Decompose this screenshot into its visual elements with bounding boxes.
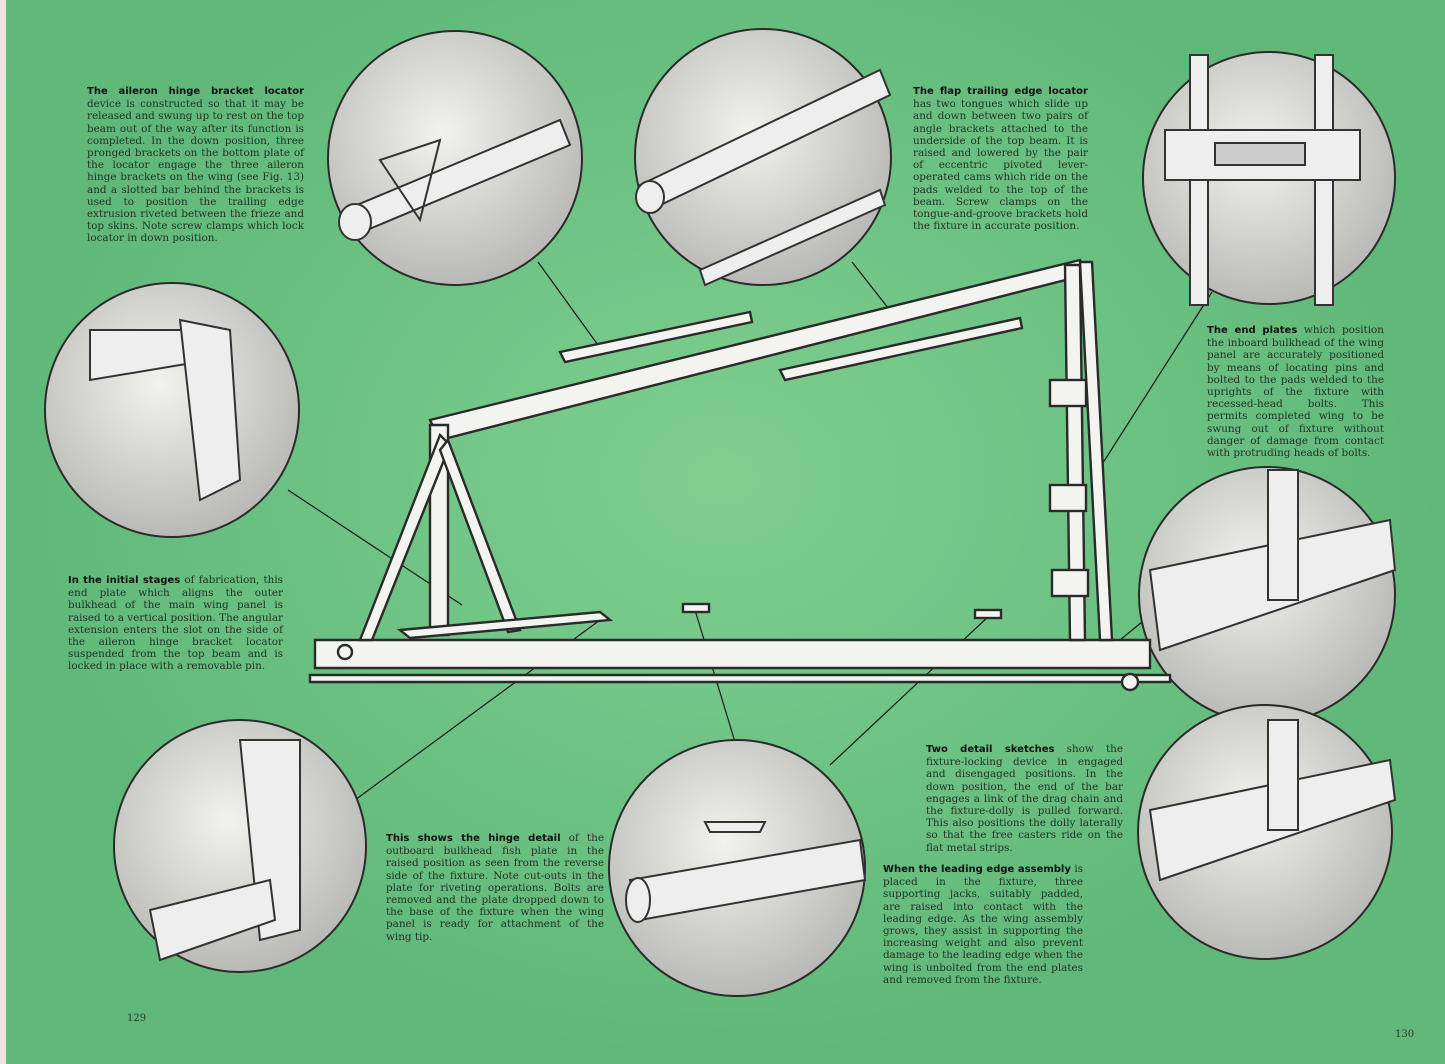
caption-lead: The flap trailing edge locator	[913, 86, 1088, 97]
caption-detail-sketches: Two detail sketches show the fixture-loc…	[926, 743, 1123, 854]
detail-circle-aileron-locator	[327, 30, 583, 286]
page-edge	[0, 0, 6, 1064]
caption-body: show the fixture-locking device in engag…	[926, 743, 1123, 854]
caption-lead: The aileron hinge bracket locator	[87, 86, 304, 97]
caption-lead: In the initial stages	[68, 575, 181, 586]
caption-flap-locator: The flap trailing edge locator has two t…	[913, 85, 1088, 232]
caption-body: of fabrication, this end plate which ali…	[68, 574, 284, 673]
wing-fixture	[308, 258, 1172, 692]
caption-hinge-detail: This shows the hinge detail of the outbo…	[386, 832, 604, 943]
caption-body: of the outboard bulkhead fish plate in t…	[386, 832, 604, 943]
page-number-left: 129	[127, 1013, 147, 1024]
caption-aileron-locator: The aileron hinge bracket locator device…	[87, 85, 304, 245]
caption-body: device is constructed so that it may be …	[87, 98, 304, 245]
detail-sketches	[89, 54, 1397, 962]
caption-body: has two tongues which slide up and down …	[913, 98, 1088, 233]
caption-lead: The end plates	[1207, 325, 1298, 336]
caption-body: which position the inboard bulkhead of t…	[1207, 324, 1384, 460]
caption-body: is placed in the fixture, three supporti…	[883, 863, 1083, 986]
caption-lead: This shows the hinge detail	[386, 833, 561, 844]
caption-lead: When the leading edge assembly	[883, 864, 1071, 875]
detail-circle-hinge	[113, 719, 367, 973]
caption-end-plates: The end plates which position the inboar…	[1207, 324, 1384, 459]
caption-leading-edge: When the leading edge assembly is placed…	[883, 863, 1083, 986]
caption-initial-stages: In the initial stages of fabrication, th…	[68, 574, 283, 673]
page-number-right: 130	[1395, 1029, 1415, 1040]
caption-lead: Two detail sketches	[926, 744, 1055, 755]
detail-circle-initial-stage	[44, 282, 300, 538]
